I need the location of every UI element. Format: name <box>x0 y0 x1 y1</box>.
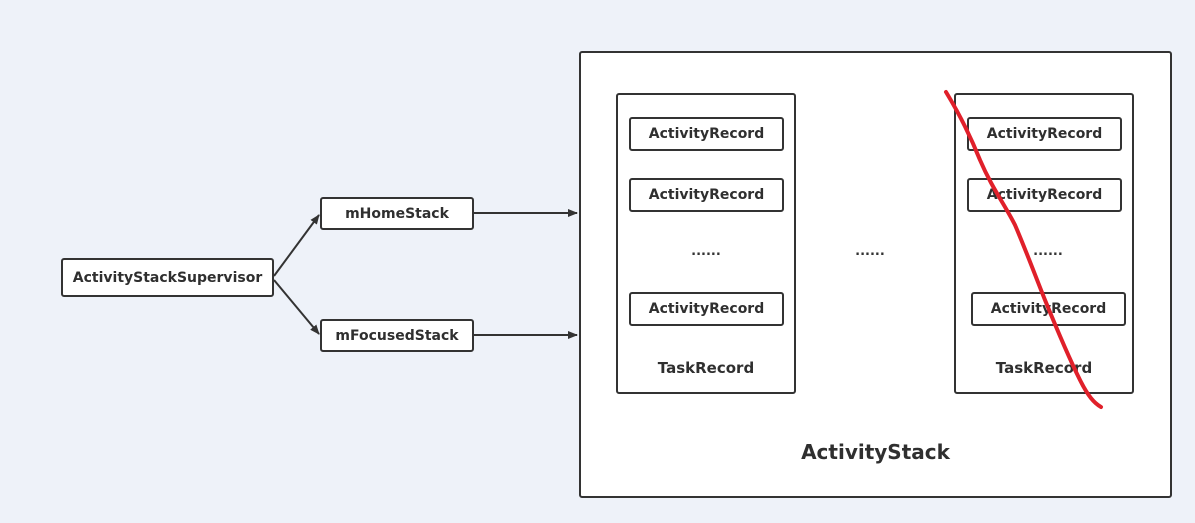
between-tasks-ellipsis: ...... <box>855 244 885 259</box>
task-record-label-1: TaskRecord <box>657 359 755 377</box>
task-2-ellipsis: ...... <box>1033 244 1063 259</box>
task-record-label-2: TaskRecord <box>995 359 1093 377</box>
task-1-ellipsis: ...... <box>691 244 721 259</box>
activity-stack-label: ActivityStack <box>801 440 950 464</box>
activity-record-node: ActivityRecord <box>629 117 784 151</box>
activity-record-node: ActivityRecord <box>967 178 1122 212</box>
activity-stack-supervisor-node: ActivityStackSupervisor <box>61 258 274 297</box>
home-stack-node: mHomeStack <box>320 197 474 230</box>
activity-record-node: ActivityRecord <box>971 292 1126 326</box>
activity-record-node: ActivityRecord <box>967 117 1122 151</box>
supervisor-to-home-stack-arrow <box>273 214 320 277</box>
activity-record-node: ActivityRecord <box>629 292 784 326</box>
activity-record-node: ActivityRecord <box>629 178 784 212</box>
focused-stack-node: mFocusedStack <box>320 319 474 352</box>
supervisor-to-focused-stack-arrow <box>273 279 320 335</box>
